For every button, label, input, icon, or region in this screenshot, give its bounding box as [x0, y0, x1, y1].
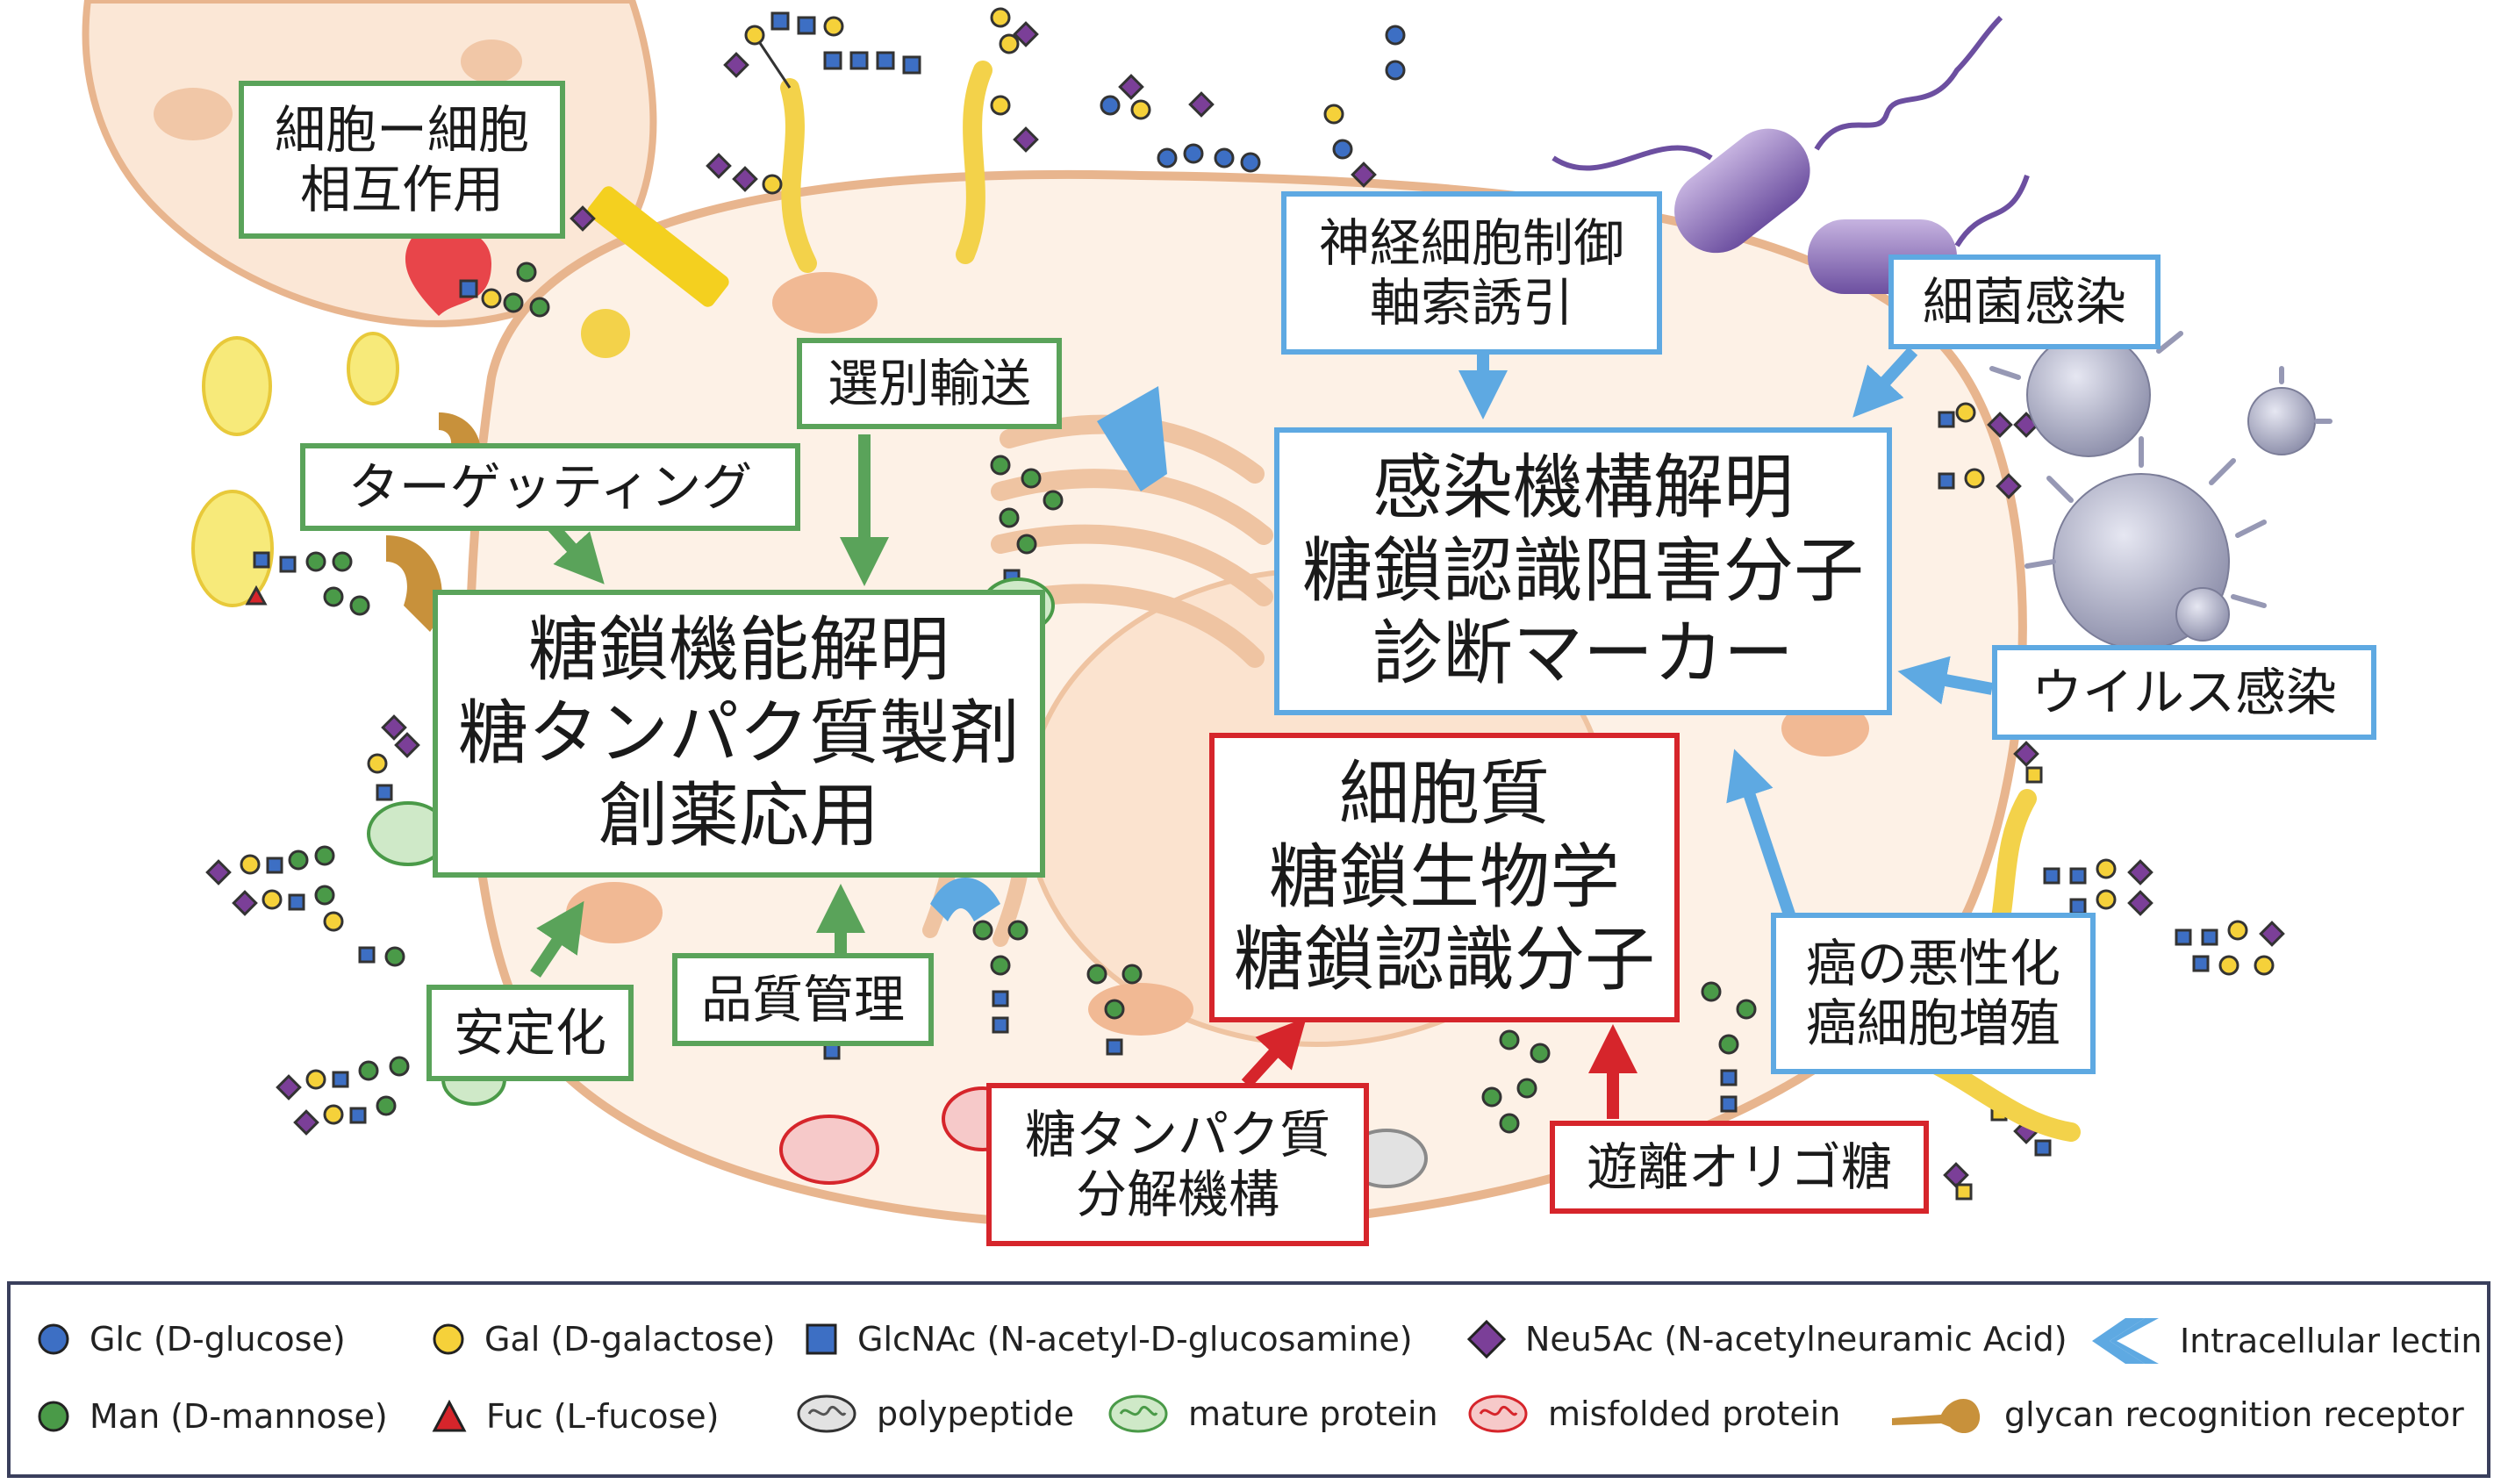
- legend-item-polypeptide: polypeptide: [796, 1394, 1074, 1434]
- arrow-viral-infection: [1897, 656, 1994, 705]
- arrow-degradation: [1241, 1017, 1307, 1088]
- virus-illustration: [2026, 333, 2316, 650]
- label-glycoprotein-degradation: 糖タンパク質 分解機構: [986, 1083, 1369, 1246]
- legend-item-man: Man (D-mannose): [37, 1397, 388, 1436]
- label-neural-control: 神経細胞制御 軸索誘引: [1281, 191, 1662, 355]
- legend-item-glycan-receptor: glycan recognition receptor: [1888, 1388, 2464, 1441]
- legend: Glc (D-glucose) Gal (D-galactose) GlcNAc…: [7, 1281, 2490, 1478]
- label-cell-cell-interaction: 細胞ー細胞 相互作用: [239, 81, 565, 239]
- label-quality-control: 品質管理: [672, 953, 934, 1046]
- fuc-triangle-icon: [432, 1400, 467, 1432]
- arrow-cancer: [1726, 749, 1796, 920]
- legend-item-intracellular-lectin: Intracellular lectin: [2090, 1316, 2483, 1366]
- legend-item-glc: Glc (D-glucose): [37, 1320, 346, 1359]
- label-bacterial-infection: 細菌感染: [1888, 255, 2161, 349]
- glycan-chains: [205, 7, 2285, 1201]
- label-selective-transport: 選別輸送: [797, 338, 1062, 429]
- misfolded-protein-icon: [1468, 1394, 1528, 1433]
- gal-circle-icon: [433, 1323, 464, 1355]
- label-stabilization: 安定化: [426, 985, 634, 1081]
- neu5ac-diamond-icon: [1467, 1320, 1506, 1359]
- arrow-stabilization: [530, 900, 584, 978]
- legend-item-neu5ac: Neu5Ac (N-acetylneuramic Acid): [1467, 1320, 2067, 1359]
- lectin-chevron-icon: [2092, 1318, 2159, 1364]
- legend-item-mature-protein: mature protein: [1107, 1394, 1438, 1434]
- mature-protein-icon: [1108, 1394, 1168, 1433]
- legend-item-fuc: Fuc (L-fucose): [432, 1397, 719, 1436]
- arrow-bacterial-infection: [1852, 347, 1918, 418]
- man-circle-icon: [38, 1401, 69, 1432]
- label-free-oligosaccharide: 遊離オリゴ糖: [1550, 1121, 1929, 1214]
- receptor-icon: [1892, 1398, 1981, 1434]
- label-glycan-function: 糖鎖機能解明 糖タンパク質製剤 創薬応用: [433, 590, 1045, 878]
- label-cytoplasm-glycobiology: 細胞質 糖鎖生物学 糖鎖認識分子: [1209, 733, 1680, 1022]
- label-cancer: 癌の悪性化 癌細胞増殖: [1771, 913, 2096, 1074]
- label-targeting: ターゲッティング: [300, 443, 800, 531]
- legend-item-glcnac: GlcNAc (N-acetyl-D-glucosamine): [805, 1320, 1413, 1359]
- legend-item-gal: Gal (D-galactose): [432, 1320, 775, 1359]
- polypeptide-icon: [797, 1394, 856, 1433]
- label-infection-mechanism: 感染機構解明 糖鎖認識阻害分子 診断マーカー: [1274, 427, 1892, 715]
- glc-circle-icon: [38, 1323, 69, 1355]
- legend-item-misfolded-protein: misfolded protein: [1467, 1394, 1840, 1434]
- glcnac-square-icon: [806, 1323, 837, 1355]
- label-viral-infection: ウイルス感染: [1992, 645, 2376, 740]
